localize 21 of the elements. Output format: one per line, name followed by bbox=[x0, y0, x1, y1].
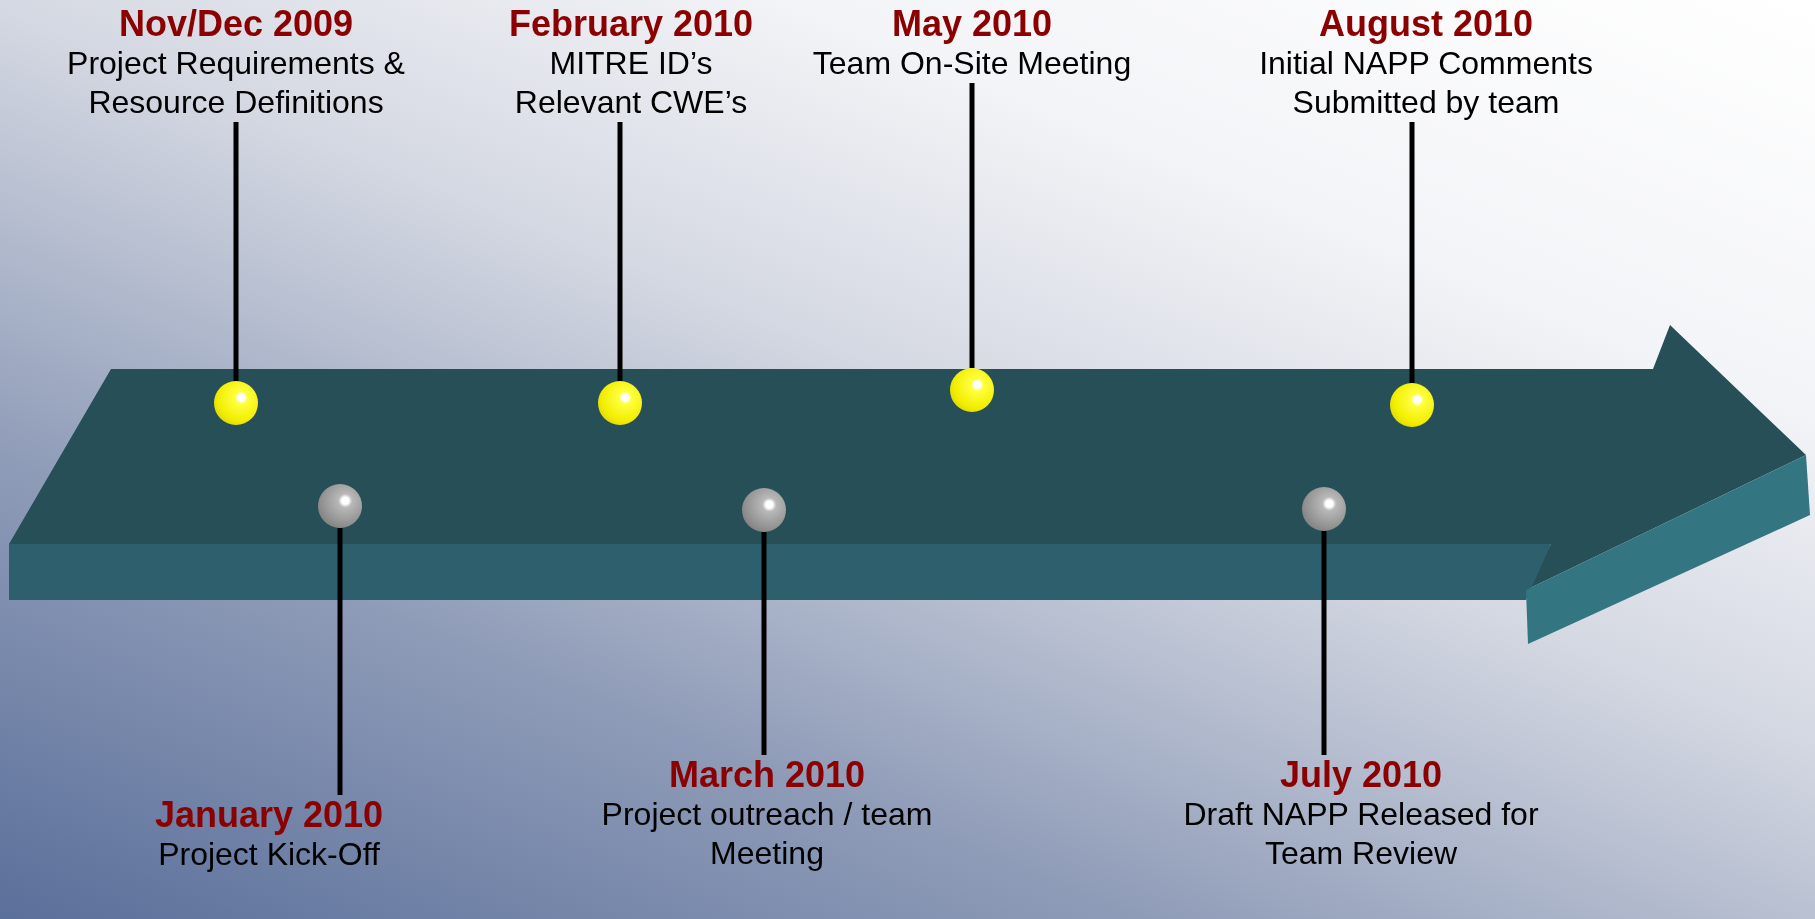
date-heading: March 2010 bbox=[667, 755, 867, 795]
leader-line bbox=[1409, 122, 1415, 383]
leader-line bbox=[233, 122, 239, 381]
date-heading: January 2010 bbox=[153, 795, 385, 835]
leader-line bbox=[969, 83, 975, 368]
date-heading: Nov/Dec 2009 bbox=[117, 4, 355, 44]
leader-line bbox=[1321, 531, 1327, 755]
leader-line bbox=[761, 532, 767, 755]
leader-line bbox=[337, 528, 343, 795]
milestone-description: Initial NAPP Comments Submitted by team bbox=[1258, 44, 1594, 122]
milestone-description: MITRE ID’s Relevant CWE’s bbox=[513, 44, 749, 122]
milestone-description: Draft NAPP Released for Team Review bbox=[1182, 795, 1540, 873]
date-heading: February 2010 bbox=[507, 4, 755, 44]
milestone-description: Project Requirements & Resource Definitions bbox=[66, 44, 406, 122]
date-heading: May 2010 bbox=[890, 4, 1054, 44]
date-heading: July 2010 bbox=[1278, 755, 1444, 795]
leader-line bbox=[617, 122, 623, 381]
milestone-description: Team On-Site Meeting bbox=[811, 44, 1133, 83]
milestone-description: Project outreach / team Meeting bbox=[600, 795, 934, 873]
date-heading: August 2010 bbox=[1317, 4, 1535, 44]
milestone-description: Project Kick-Off bbox=[157, 835, 381, 874]
